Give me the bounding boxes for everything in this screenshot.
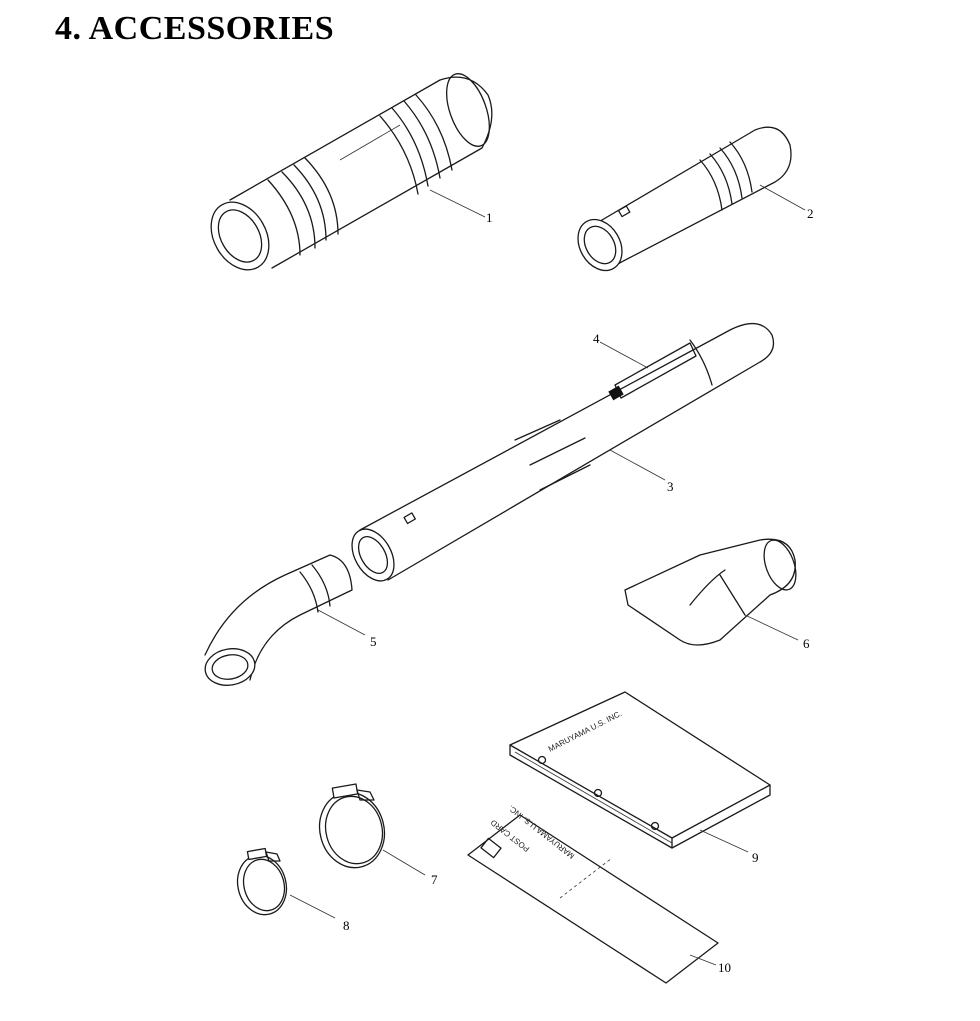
part-2-pipe — [577, 126, 806, 272]
callout-7: 7 — [431, 872, 438, 887]
callout-4: 4 — [593, 331, 600, 346]
callout-9: 9 — [752, 850, 759, 865]
callout-6: 6 — [803, 636, 810, 651]
callout-10: 10 — [718, 960, 731, 975]
part-9-owners-manual: MARUYAMA U.S. INC. — [509, 691, 771, 853]
callout-5: 5 — [370, 634, 377, 649]
part-7-large-clamp — [318, 783, 426, 876]
callout-3: 3 — [667, 479, 674, 494]
part-8-small-clamp — [236, 847, 336, 919]
part-3-straight-pipe — [351, 323, 775, 582]
part-5-elbow — [204, 554, 366, 686]
callout-8: 8 — [343, 918, 350, 933]
callout-1: 1 — [486, 210, 493, 225]
part-6-flat-nozzle — [624, 538, 799, 646]
callout-2: 2 — [807, 206, 814, 221]
page-title: 4. ACCESSORIES — [55, 10, 335, 47]
part-1-flex-pipe — [210, 73, 493, 271]
